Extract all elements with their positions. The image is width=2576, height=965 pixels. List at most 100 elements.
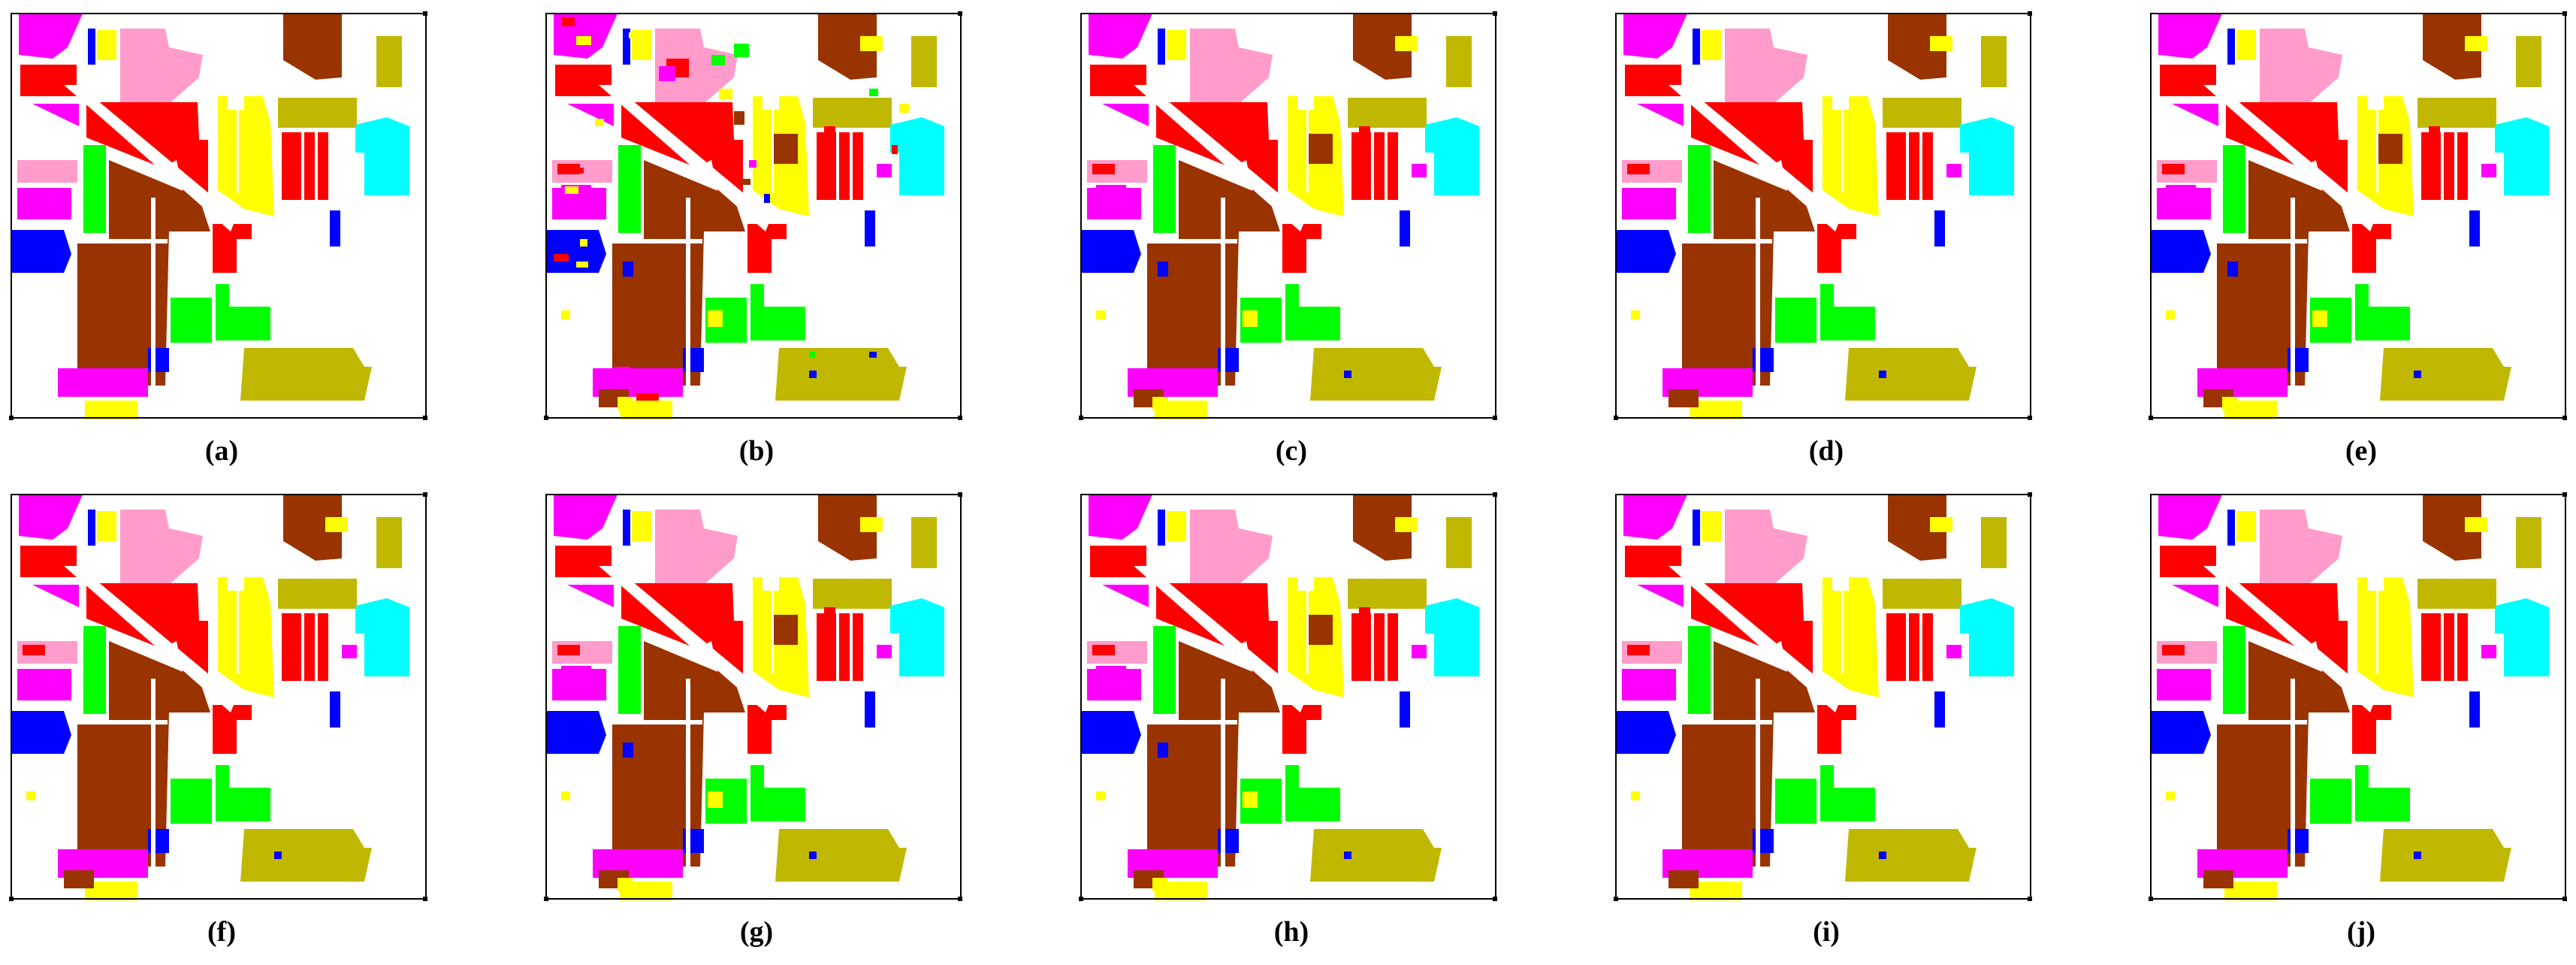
frame-corner-tick [1614,416,1618,420]
blue-field-left [1616,711,1676,754]
panel-caption: (j) [2347,916,2375,948]
misclassified-patch [2203,870,2233,888]
panel-caption: (g) [739,916,774,948]
magenta-wedge-left [32,104,79,126]
pink-field-top [120,29,203,104]
red-field-top-left [20,546,77,577]
misclassified-patch [1930,36,1952,51]
misclassified-speckle [614,367,630,374]
white-line-v4 [237,583,239,673]
cyan-field-right [890,117,944,195]
misclassified-patch [1395,517,1418,532]
white-line-v3 [315,613,318,681]
misclassified-speckle [569,168,584,174]
white-line-v1 [686,198,690,386]
misclassified-patch [576,36,591,45]
green-field-step [2355,765,2410,821]
cyan-field-right [1960,598,2014,676]
cyan-field-right [2495,117,2549,195]
blue-strip-top [2227,29,2235,65]
yellow-field-bottom [85,401,137,419]
misclassified-patch [1306,134,1333,164]
red-field-top-left [555,65,612,96]
frame-corner-tick [2562,416,2567,420]
classification-map [9,492,427,901]
blue-strip-top [88,510,95,546]
misclassified-speckle [561,17,575,26]
magenta-field-top-left [19,495,83,540]
magenta-field-top-left [1623,14,1687,59]
pink-field-top [120,510,203,585]
misclassified-patch [1669,389,1699,407]
misclassified-patch [1152,878,1167,891]
frame-corner-tick [423,897,427,901]
misclassified-patch [809,852,817,859]
magenta-wedge-left [2172,104,2218,126]
misclassified-patch [2166,310,2175,319]
blue-field-left [546,230,606,273]
white-line-v2 [1906,613,1909,681]
white-line-h1 [1682,239,1772,244]
white-line-h1 [1147,239,1237,244]
white-diagonal-road [64,85,237,231]
white-line-v1 [151,198,156,386]
red-field-lower [747,705,787,754]
yellow-strip-top [2236,511,2256,541]
magenta-field-top-left [1623,495,1687,540]
misclassified-patch [23,645,45,655]
olive-field-top-right [1981,36,2007,87]
white-diagonal-road [1669,566,1841,712]
map-frame [545,494,962,900]
pink-field-top [655,510,738,585]
blue-strip-right [865,691,875,728]
magenta-wedge-left [2172,585,2218,607]
panel-caption: (b) [738,435,775,467]
frame-corner-tick [423,11,427,16]
yellow-strip-top [632,511,651,541]
brown-field-diagonal [2217,641,2350,867]
white-line-h1 [1682,720,1772,725]
misclassified-patch [708,310,723,327]
red-strips-right [1351,613,1398,681]
white-line-v1 [2291,679,2295,867]
red-field-lower [1282,224,1321,273]
misclassified-patch [1092,645,1115,655]
green-field-step [750,284,805,340]
misclassified-speckle [760,171,771,179]
map-frame [11,494,427,900]
white-line-v3 [2454,613,2457,681]
misclassified-speckle [899,104,910,113]
pink-field-top [2260,510,2342,585]
map-panel-a: (a) [9,11,432,467]
blue-field-left [2151,711,2211,754]
misclassified-speckle [839,175,845,181]
map-panel-j: (j) [2149,492,2571,948]
cyan-field-right [355,598,409,676]
brown-field-top-right [818,495,877,561]
classification-map [1079,11,1497,420]
classification-map [9,11,427,420]
panel-caption: (e) [2345,435,2378,467]
blue-strip-top [1693,29,1700,65]
yellow-field-center [218,96,274,216]
magenta-field-top-left [1089,495,1152,540]
misclassified-speckle [809,352,815,358]
olive-field-right [813,98,892,128]
misclassified-patch [2166,791,2175,800]
brown-field-diagonal [612,160,745,386]
misclassified-patch [2376,134,2402,164]
green-field-step [216,765,270,821]
misclassified-patch [1158,262,1168,277]
frame-corner-tick [2562,492,2567,497]
green-field-left [2223,626,2245,714]
map-frame [1080,13,1496,419]
green-field-left [2223,145,2245,233]
white-line-v4 [1841,583,1844,673]
misclassified-patch [772,615,798,645]
misclassified-patch [561,791,570,800]
white-line-v4 [1306,102,1309,192]
olive-field-top-right [2516,517,2541,568]
classification-map [544,11,962,420]
map-frame [2150,494,2566,900]
yellow-field-center [2357,577,2414,697]
